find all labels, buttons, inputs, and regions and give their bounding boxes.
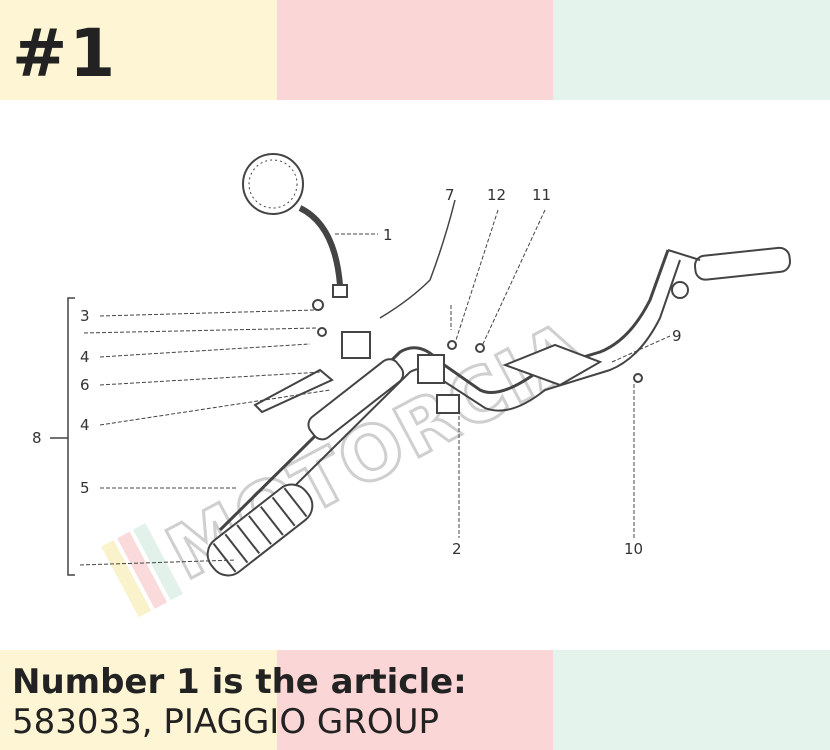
label-4-upper: 4 — [80, 348, 90, 366]
grip-part — [206, 483, 314, 577]
label-3: 3 — [80, 307, 90, 325]
label-11: 11 — [532, 186, 551, 204]
callout-labels: 1 2 3 4 4 5 6 7 8 9 10 11 12 — [32, 186, 682, 558]
bottom-color-band — [0, 650, 830, 750]
label-12: 12 — [487, 186, 506, 204]
band-pink — [277, 0, 553, 100]
band-green — [553, 650, 830, 750]
label-9: 9 — [672, 327, 682, 345]
item-number-badge: #1 — [12, 15, 118, 92]
article-caption-value: 583033, PIAGGIO GROUP — [12, 702, 440, 742]
label-4-lower: 4 — [80, 416, 90, 434]
handlebar-part — [218, 249, 670, 532]
band-green — [553, 0, 830, 100]
band-yellow — [0, 0, 277, 100]
label-5: 5 — [80, 479, 90, 497]
mirror-part — [242, 153, 304, 215]
label-6: 6 — [80, 376, 90, 394]
label-8: 8 — [32, 429, 42, 447]
leader-lines — [79, 209, 671, 566]
exploded-parts-diagram: MOTORCIA — [32, 153, 791, 618]
label-7: 7 — [445, 186, 455, 204]
top-color-band — [0, 0, 830, 100]
label-1: 1 — [383, 226, 393, 244]
parts-drawing — [50, 153, 791, 577]
article-caption-heading: Number 1 is the article: — [12, 662, 467, 702]
label-2: 2 — [452, 540, 462, 558]
band-pink — [277, 650, 553, 750]
band-yellow — [0, 650, 277, 750]
label-10: 10 — [624, 540, 643, 558]
